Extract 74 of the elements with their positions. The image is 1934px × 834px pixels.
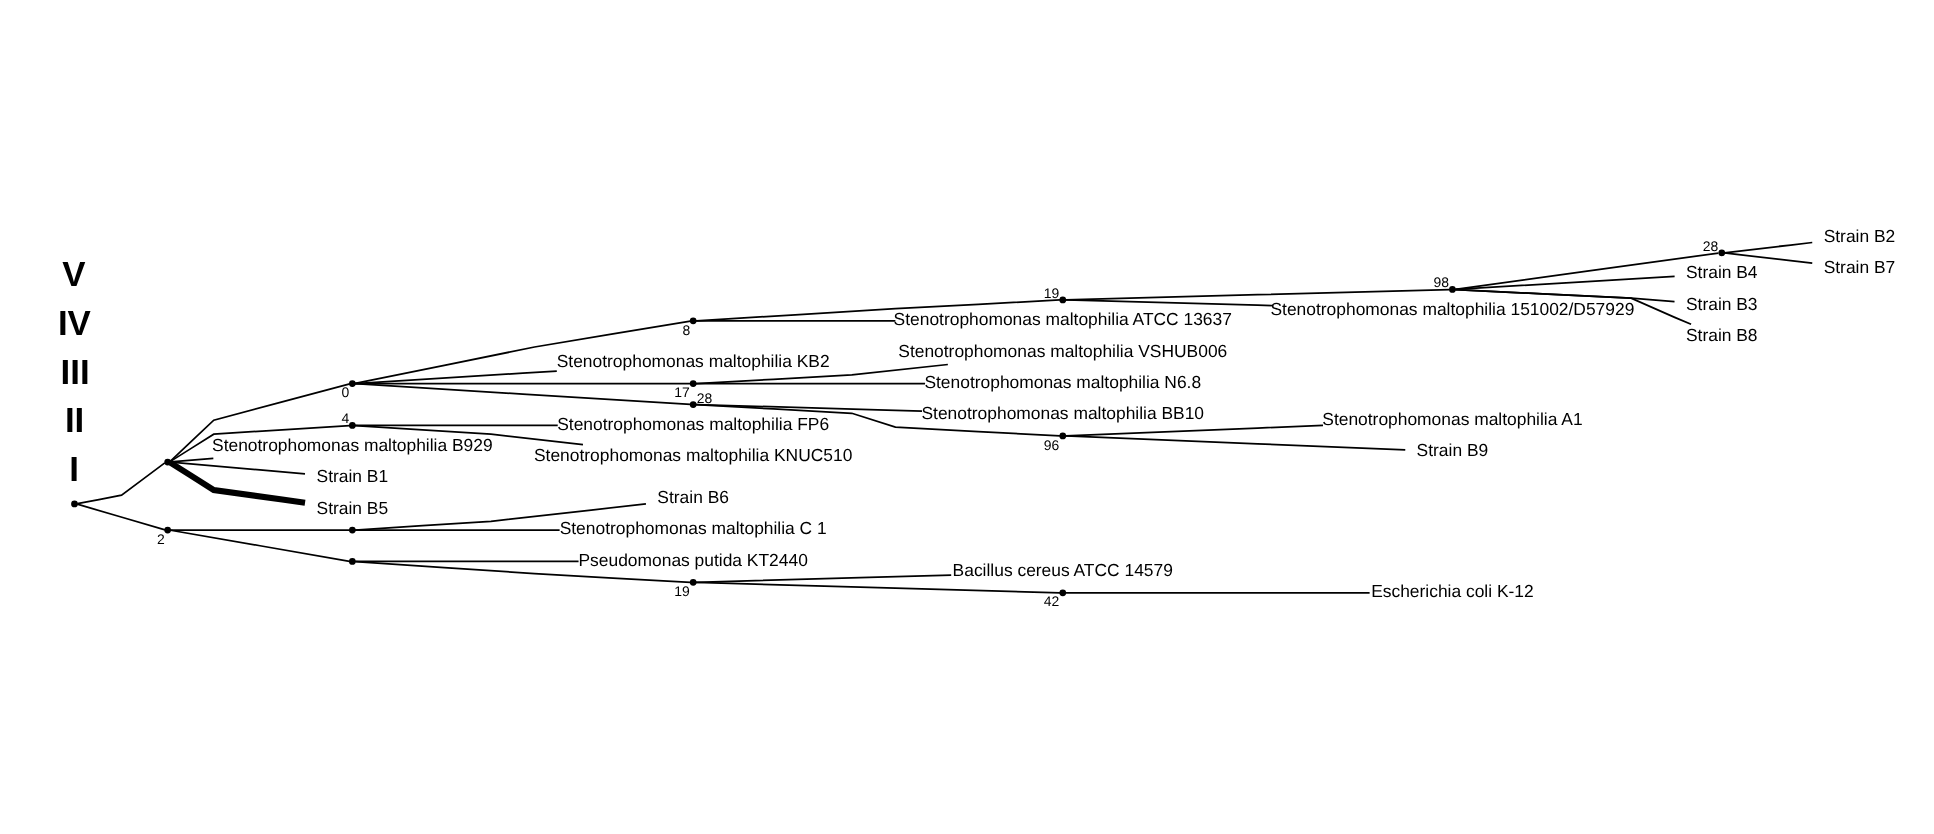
node-point (1059, 588, 1067, 596)
connector (354, 381, 692, 405)
connector (76, 461, 166, 504)
connector (169, 528, 351, 530)
node-point (1718, 248, 1726, 256)
node-text: Stenotrophomonas maltophilia KB2 (556, 350, 830, 371)
connector (76, 502, 166, 530)
node-point (1059, 295, 1067, 303)
node-text: Strain B7 (1823, 255, 1896, 276)
node-text: Pseudomonas putida KT2440 (578, 548, 808, 569)
connector (354, 319, 692, 384)
node-point (689, 578, 697, 585)
connector (169, 423, 351, 462)
connector (695, 402, 1061, 436)
node-text: Stenotrophomonas maltophilia A1 (1322, 407, 1583, 428)
connector (1064, 298, 1275, 306)
label: II (64, 399, 85, 440)
node-point (689, 316, 697, 324)
node-text: Stenotrophomonas maltophilia C 1 (559, 517, 827, 538)
connector (169, 456, 215, 462)
node-point (349, 557, 356, 564)
node-text: Stenotrophomonas maltophilia B929 (212, 433, 493, 454)
node-text: Stenotrophomonas maltophilia 151002/D57929 (1270, 297, 1635, 318)
connector (695, 580, 1061, 593)
node-text: Strain B1 (316, 465, 389, 486)
node-text: Stenotrophomonas maltophilia VSHUB006 (898, 339, 1228, 360)
connector (354, 528, 561, 530)
connector (695, 573, 953, 583)
node-point (1059, 431, 1067, 439)
node-text: Strain B6 (657, 486, 729, 507)
node-point (1449, 285, 1456, 292)
connector (1723, 240, 1814, 253)
connector (1454, 251, 1720, 290)
connector (695, 381, 926, 384)
label: I (69, 448, 79, 489)
connector (1064, 590, 1371, 593)
node-point (349, 379, 356, 386)
connector (1723, 251, 1814, 264)
node-text: Bacillus cereus ATCC 14579 (952, 559, 1173, 580)
node-text: Strain B4 (1685, 261, 1758, 282)
connector (354, 423, 584, 445)
connector (168, 459, 306, 505)
label: III (60, 350, 90, 391)
node-text: Stenotrophomonas maltophilia N6.8 (924, 370, 1202, 391)
node-text: Strain B2 (1823, 224, 1896, 245)
node-point (689, 379, 697, 386)
node-point (164, 457, 172, 465)
connector (695, 298, 1061, 321)
node-text: Strain B5 (316, 496, 389, 517)
connector (354, 369, 558, 384)
node-text: Stenotrophomonas maltophilia KNUC510 (534, 444, 853, 465)
node-point (689, 400, 697, 407)
node-point (164, 525, 172, 533)
connector (169, 528, 351, 562)
connector (1454, 274, 1676, 290)
node-text: Strain B8 (1685, 323, 1758, 344)
connector (354, 501, 647, 530)
connector (169, 382, 351, 461)
label: V (62, 252, 86, 293)
label: IV (57, 301, 91, 342)
node-text: Strain B3 (1685, 292, 1758, 313)
connector (695, 362, 949, 384)
connector (695, 319, 897, 321)
node-point (349, 525, 356, 533)
connector (1064, 434, 1407, 450)
node-text: Strain B9 (1416, 438, 1489, 459)
node-point (349, 421, 356, 428)
node-point (71, 499, 78, 507)
node-text: Stenotrophomonas maltophilia ATCC 13637 (893, 308, 1232, 329)
node-text: Escherichia coli K-12 (1371, 580, 1534, 601)
node-text: Stenotrophomonas maltophilia BB10 (921, 402, 1205, 423)
connector (354, 559, 692, 583)
connector (1454, 287, 1692, 325)
node-text: Stenotrophomonas maltophilia FP6 (557, 412, 830, 433)
